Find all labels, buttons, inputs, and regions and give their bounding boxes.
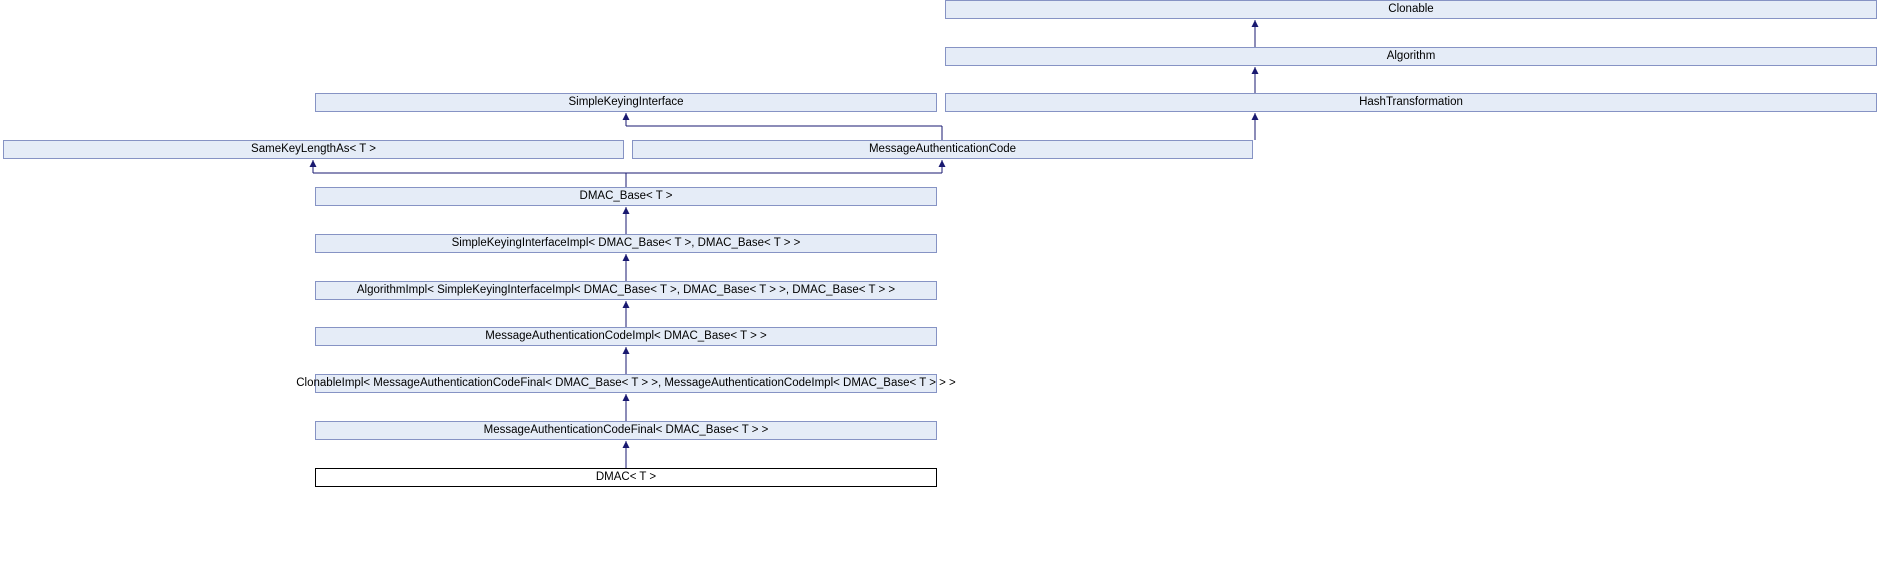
class-node-label: SimpleKeyingInterface <box>568 95 684 108</box>
class-node-dmac[interactable]: DMAC< T > <box>315 468 937 487</box>
class-node-clonable-impl[interactable]: ClonableImpl< MessageAuthenticationCodeF… <box>296 374 956 393</box>
inheritance-edge-algorithm-to-clonable <box>1251 20 1259 47</box>
inheritance-edge-algorithm-impl-to-skii <box>622 254 630 281</box>
class-node-label: MessageAuthenticationCodeImpl< DMAC_Base… <box>485 329 767 342</box>
class-node-label: Algorithm <box>1386 49 1436 62</box>
class-node-hash-transformation[interactable]: HashTransformation <box>945 93 1877 112</box>
class-node-label: HashTransformation <box>1359 95 1463 108</box>
class-node-message-authentication-code[interactable]: MessageAuthenticationCode <box>632 140 1253 159</box>
class-node-algorithm-impl[interactable]: AlgorithmImpl< SimpleKeyingInterfaceImpl… <box>315 281 937 300</box>
inheritance-edge-maci-to-algorithm-impl <box>622 301 630 327</box>
class-node-simple-keying-interface[interactable]: SimpleKeyingInterface <box>315 93 937 112</box>
class-node-message-authentication-code-final[interactable]: MessageAuthenticationCodeFinal< DMAC_Bas… <box>315 421 937 440</box>
inheritance-edge-dmac-base-to-mac <box>625 160 946 187</box>
class-node-label: SameKeyLengthAs< T > <box>251 142 376 155</box>
class-node-dmac-base[interactable]: DMAC_Base< T > <box>315 187 937 206</box>
class-node-label: AlgorithmImpl< SimpleKeyingInterfaceImpl… <box>356 283 896 296</box>
inheritance-edge-skii-to-dmac-base <box>622 207 630 234</box>
class-node-clonable[interactable]: Clonable <box>945 0 1877 19</box>
inheritance-edge-mac-to-hash-transformation <box>1251 113 1259 140</box>
class-node-algorithm[interactable]: Algorithm <box>945 47 1877 66</box>
inheritance-edge-hash-transformation-to-algorithm <box>1251 67 1259 93</box>
inheritance-edge-mac-to-simple-keying-interface <box>622 113 943 140</box>
class-node-label: ClonableImpl< MessageAuthenticationCodeF… <box>296 376 956 389</box>
class-node-label: DMAC_Base< T > <box>579 189 673 202</box>
class-node-label: MessageAuthenticationCodeFinal< DMAC_Bas… <box>483 423 769 436</box>
class-node-label: DMAC< T > <box>595 470 657 483</box>
class-node-simple-keying-interface-impl[interactable]: SimpleKeyingInterfaceImpl< DMAC_Base< T … <box>315 234 937 253</box>
inheritance-edge-dmac-base-to-same-key-length-as <box>309 160 627 187</box>
class-node-label: Clonable <box>1388 2 1434 15</box>
inheritance-edge-macf-to-clonable-impl <box>622 394 630 421</box>
class-node-message-authentication-code-impl[interactable]: MessageAuthenticationCodeImpl< DMAC_Base… <box>315 327 937 346</box>
class-node-same-key-length-as[interactable]: SameKeyLengthAs< T > <box>3 140 624 159</box>
class-node-label: SimpleKeyingInterfaceImpl< DMAC_Base< T … <box>451 236 801 249</box>
inheritance-edge-clonable-impl-to-maci <box>622 347 630 374</box>
class-node-label: MessageAuthenticationCode <box>868 142 1017 155</box>
inheritance-edge-dmac-to-macf <box>622 441 630 468</box>
